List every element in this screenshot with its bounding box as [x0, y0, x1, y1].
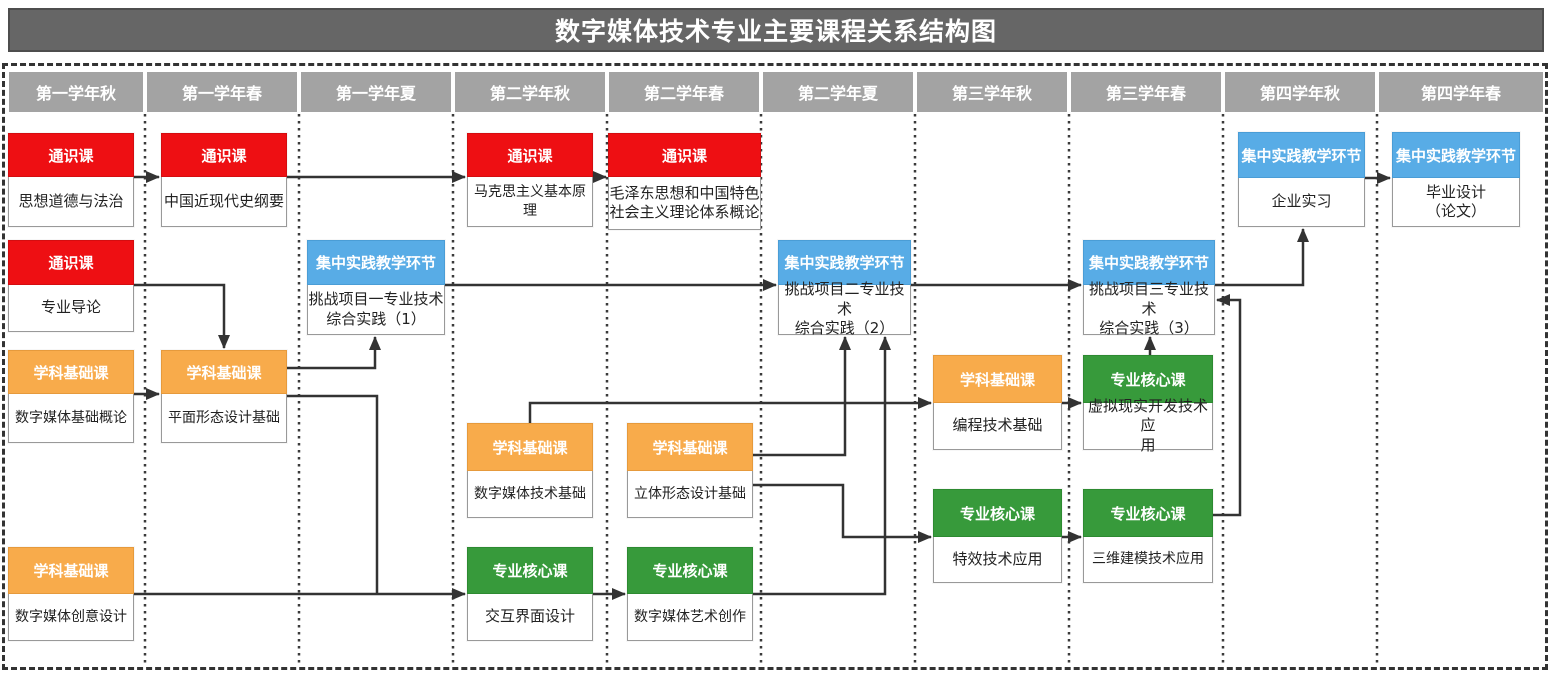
course-category: 专业核心课: [627, 547, 753, 594]
course-name: 平面形态设计基础: [161, 394, 287, 443]
connector: [753, 483, 932, 543]
course-box: 专业核心课 三维建模技术应用: [1083, 489, 1213, 583]
course-box: 通识课 专业导论: [8, 240, 134, 332]
course-name: 挑战项目二专业技术 综合实践（2）: [778, 280, 911, 337]
course-box: 集中实践教学环节 挑战项目一专业技术 综合实践（1）: [307, 240, 445, 335]
semester-header: 第一学年春: [147, 72, 297, 112]
course-name: 虚拟现实开发技术应 用: [1083, 397, 1213, 454]
course-category: 学科基础课: [933, 355, 1062, 403]
course-category: 通识课: [608, 133, 761, 177]
semester-header: 第三学年秋: [917, 72, 1067, 112]
course-category: 通识课: [161, 133, 287, 177]
course-category: 专业核心课: [467, 547, 593, 594]
page-title: 数字媒体技术专业主要课程关系结构图: [554, 17, 997, 46]
course-name: 特效技术应用: [933, 537, 1062, 583]
connector: [1213, 294, 1242, 517]
course-category: 集中实践教学环节: [778, 240, 911, 285]
course-name: 交互界面设计: [467, 594, 593, 641]
course-name: 毕业设计 （论文）: [1392, 178, 1520, 227]
course-box: 学科基础课 数字媒体技术基础: [467, 423, 593, 518]
course-category: 通识课: [8, 133, 134, 177]
course-category: 学科基础课: [467, 423, 593, 471]
course-box: 专业核心课 特效技术应用: [933, 489, 1062, 583]
course-category: 学科基础课: [627, 423, 753, 471]
course-name: 数字媒体创意设计: [8, 594, 134, 641]
semester-header: 第一学年秋: [9, 72, 143, 112]
connector: [287, 394, 379, 594]
course-box: 通识课 毛泽东思想和中国特色 社会主义理论体系概论: [608, 133, 761, 230]
course-box: 专业核心课 交互界面设计: [467, 547, 593, 641]
connector: [753, 336, 851, 457]
course-category: 学科基础课: [8, 547, 134, 594]
connector: [1215, 228, 1309, 287]
course-box: 集中实践教学环节 挑战项目三专业技术 综合实践（3）: [1083, 240, 1215, 337]
course-category: 集中实践教学环节: [1083, 240, 1215, 285]
course-box: 学科基础课 平面形态设计基础: [161, 350, 287, 443]
semester-header: 第二学年夏: [763, 72, 913, 112]
semester-header: 第三学年春: [1071, 72, 1221, 112]
semester-header: 第四学年秋: [1225, 72, 1375, 112]
course-name: 思想道德与法治: [8, 177, 134, 227]
course-box: 学科基础课 立体形态设计基础: [627, 423, 753, 518]
course-name: 企业实习: [1238, 178, 1365, 227]
course-name: 三维建模技术应用: [1083, 537, 1213, 583]
connector: [753, 336, 891, 596]
course-category: 通识课: [8, 240, 134, 285]
course-name: 马克思主义基本原理: [467, 177, 593, 227]
course-box: 集中实践教学环节 企业实习: [1238, 132, 1365, 227]
semester-header: 第四学年春: [1379, 72, 1543, 112]
course-category: 通识课: [467, 133, 593, 177]
course-box: 集中实践教学环节 毕业设计 （论文）: [1392, 132, 1520, 227]
course-category: 专业核心课: [933, 489, 1062, 537]
course-category: 集中实践教学环节: [307, 240, 445, 285]
course-category: 集中实践教学环节: [1238, 132, 1365, 178]
course-category: 专业核心课: [1083, 489, 1213, 537]
connector: [528, 397, 932, 423]
diagram-frame: [2, 63, 1548, 670]
course-box: 学科基础课 编程技术基础: [933, 355, 1062, 450]
course-name: 编程技术基础: [933, 403, 1062, 450]
course-box: 集中实践教学环节 挑战项目二专业技术 综合实践（2）: [778, 240, 911, 337]
course-name: 数字媒体艺术创作: [627, 594, 753, 641]
course-name: 挑战项目一专业技术 综合实践（1）: [307, 285, 445, 335]
course-name: 立体形态设计基础: [627, 471, 753, 518]
connector: [287, 336, 381, 370]
course-name: 挑战项目三专业技术 综合实践（3）: [1083, 280, 1215, 337]
course-box: 学科基础课 数字媒体基础概论: [8, 350, 134, 443]
course-category: 集中实践教学环节: [1392, 132, 1520, 178]
semester-header: 第二学年秋: [455, 72, 605, 112]
course-box: 学科基础课 数字媒体创意设计: [8, 547, 134, 641]
connector: [134, 283, 230, 349]
course-name: 专业导论: [8, 285, 134, 332]
course-category: 专业核心课: [1083, 355, 1213, 403]
course-box: 通识课 思想道德与法治: [8, 133, 134, 227]
course-box: 通识课 马克思主义基本原理: [467, 133, 593, 227]
course-category: 学科基础课: [8, 350, 134, 394]
course-name: 数字媒体基础概论: [8, 394, 134, 443]
semester-header: 第一学年夏: [301, 72, 451, 112]
course-category: 学科基础课: [161, 350, 287, 394]
title-bar: 数字媒体技术专业主要课程关系结构图: [8, 8, 1544, 52]
course-name: 中国近现代史纲要: [161, 177, 287, 227]
course-name: 数字媒体技术基础: [467, 471, 593, 518]
course-box: 专业核心课 虚拟现实开发技术应 用: [1083, 355, 1213, 454]
course-box: 通识课 中国近现代史纲要: [161, 133, 287, 227]
course-box: 专业核心课 数字媒体艺术创作: [627, 547, 753, 641]
course-name: 毛泽东思想和中国特色 社会主义理论体系概论: [608, 177, 761, 230]
semester-header: 第二学年春: [609, 72, 759, 112]
